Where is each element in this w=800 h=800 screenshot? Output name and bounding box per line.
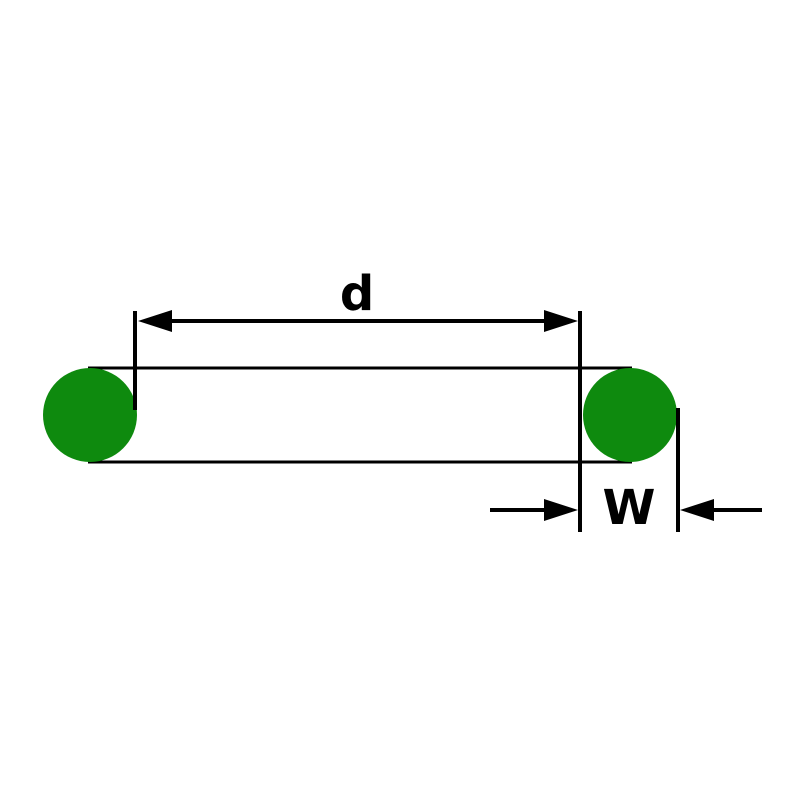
oring-cross-section-left bbox=[43, 368, 137, 462]
w-label: W bbox=[603, 480, 656, 536]
d-arrowhead-left bbox=[138, 310, 172, 332]
d-label: d bbox=[340, 266, 374, 322]
oring-cross-section-right bbox=[583, 368, 677, 462]
w-arrowhead-left bbox=[544, 499, 578, 521]
d-arrowhead-right bbox=[544, 310, 578, 332]
w-arrowhead-right bbox=[680, 499, 714, 521]
